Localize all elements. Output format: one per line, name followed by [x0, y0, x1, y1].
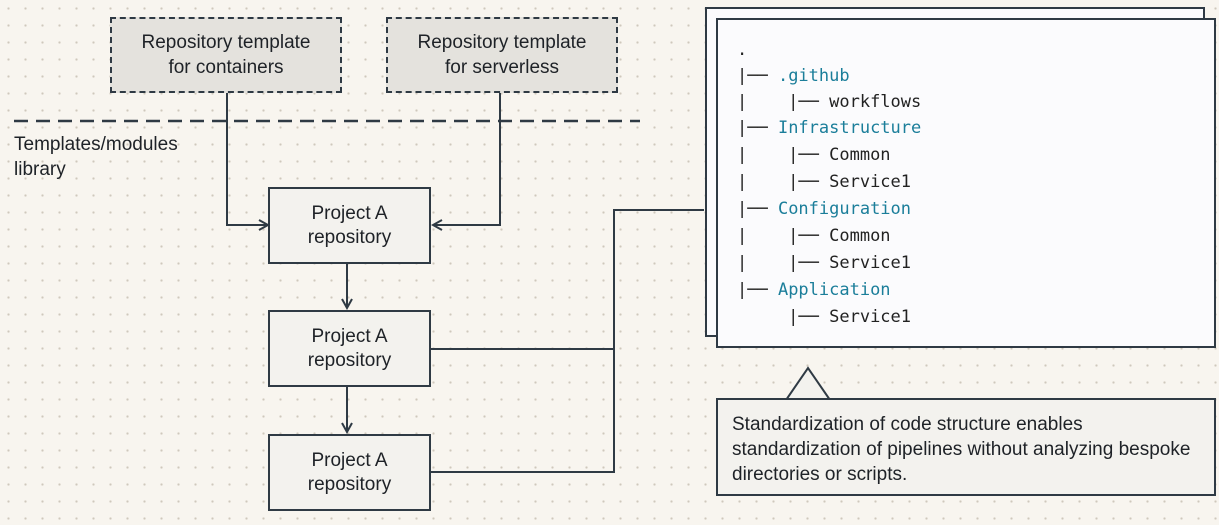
tree-item-name: Configuration: [777, 199, 912, 219]
tree-item-name: Service1: [829, 172, 912, 192]
template-containers-line1: Repository template: [141, 32, 311, 53]
tree-line: .: [737, 40, 747, 60]
tree-line: |── Configuration: [737, 199, 912, 219]
repository-2-line1: Project A: [311, 325, 388, 347]
tree-line: |── .github: [737, 66, 850, 86]
tree-item-name: .github: [777, 66, 850, 86]
tree-line: |── Application: [737, 280, 891, 300]
template-containers-line2: for containers: [168, 57, 284, 78]
repository-1-line2: repository: [307, 226, 392, 248]
template-serverless-arrow: [433, 91, 501, 225]
template-containers: Repository template for containers: [110, 17, 342, 93]
tree-line: | |── Service1: [737, 172, 912, 192]
tree-line: | |── Common: [737, 226, 891, 246]
repository-3-line2: repository: [307, 473, 392, 495]
tree-line: | |── Service1: [737, 253, 912, 273]
tree-item-name: Infrastructure: [777, 118, 922, 138]
structure-panel: [716, 18, 1216, 348]
template-containers-arrow: [226, 91, 268, 225]
repository-2-line2: repository: [307, 349, 392, 371]
tree-item-name: Common: [829, 226, 891, 246]
template-serverless: Repository template for serverless: [386, 17, 618, 93]
repos-to-structure-connector: [430, 209, 704, 473]
callout-note: Standardization of code structure enable…: [716, 398, 1216, 496]
tree-line: | |── workflows: [737, 92, 922, 112]
repository-3-line1: Project A: [311, 449, 388, 471]
tree-item-name: Application: [777, 280, 891, 300]
tree-line: |── Service1: [737, 307, 912, 327]
tree-item-name: .: [737, 40, 748, 60]
tree-item-name: Common: [829, 145, 891, 165]
template-serverless-line2: for serverless: [444, 57, 560, 78]
tree-line: |── Infrastructure: [737, 118, 922, 138]
callout-pointer: [786, 366, 831, 401]
tree-item-name: Service1: [829, 253, 912, 273]
tree-line: | |── Common: [737, 145, 891, 165]
tree-item-name: Service1: [829, 307, 912, 327]
library-label: Templates/modules library: [14, 134, 178, 180]
tree-item-name: workflows: [829, 92, 922, 112]
template-serverless-line1: Repository template: [417, 32, 587, 53]
repository-1-line1: Project A: [311, 202, 388, 224]
